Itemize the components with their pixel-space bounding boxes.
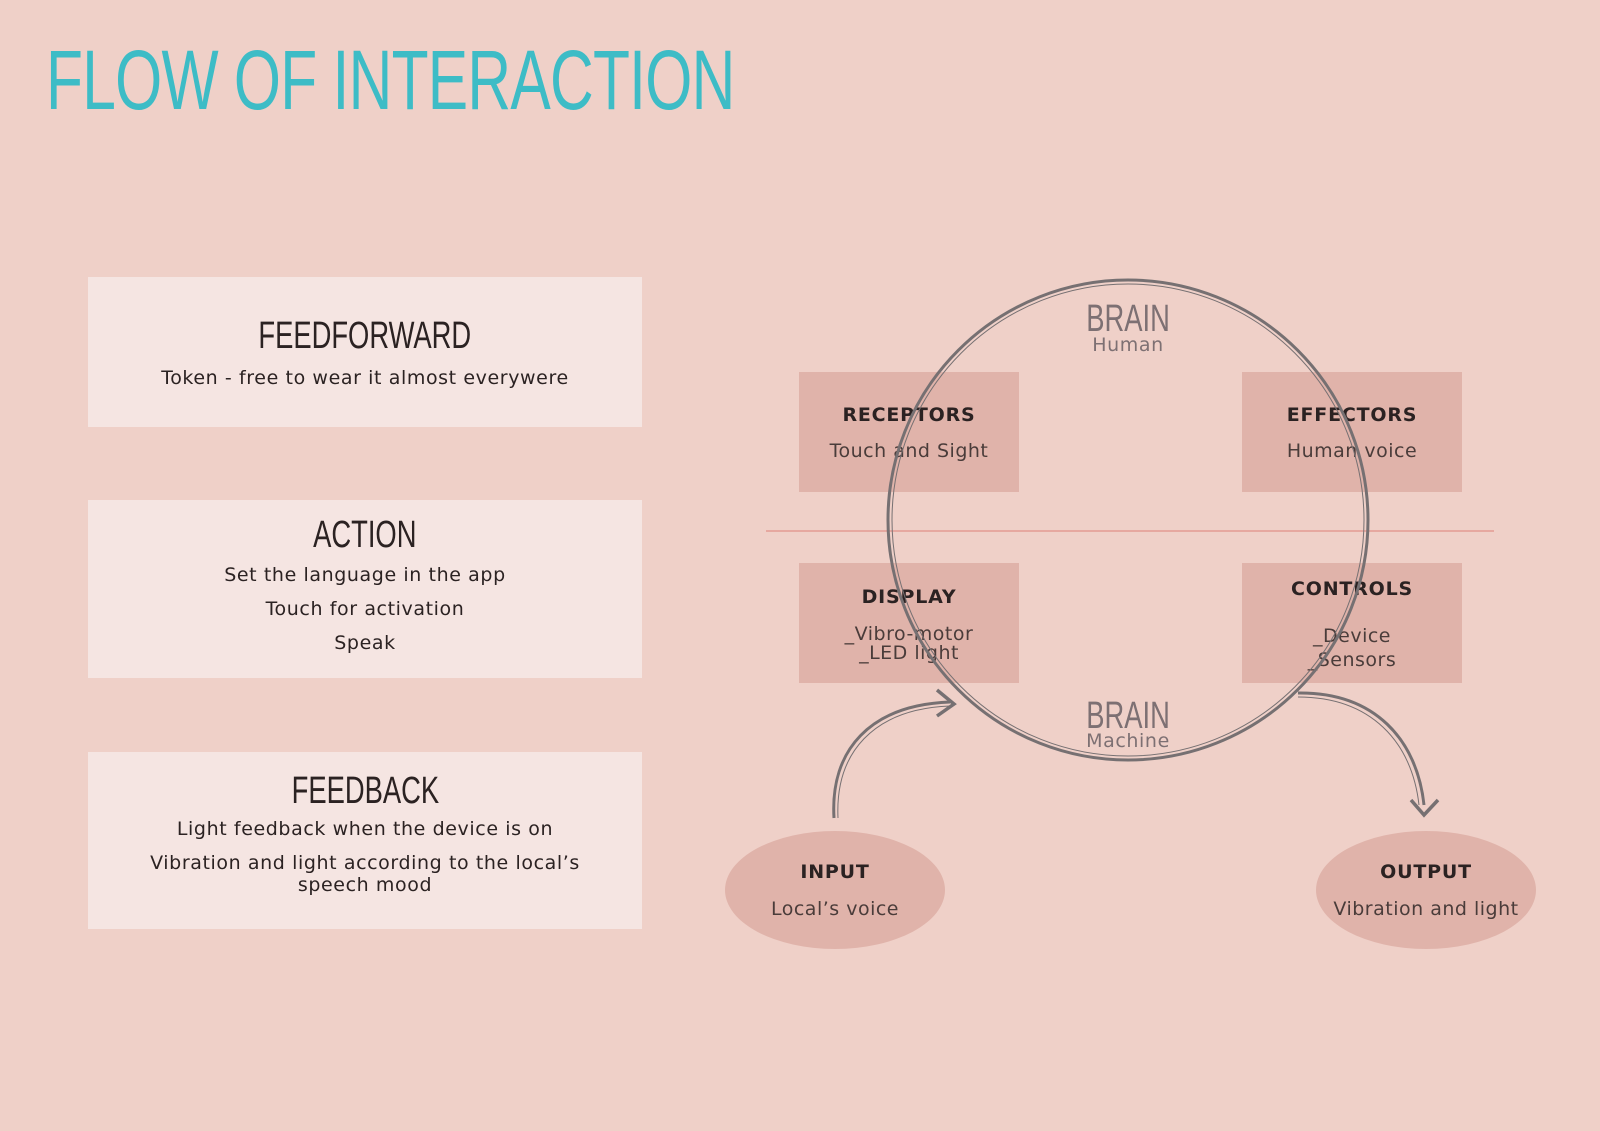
brain-circle-inner	[891, 283, 1365, 757]
input-arrowhead	[935, 688, 957, 718]
input-arrow-inner	[837, 705, 951, 819]
effectors-title: EFFECTORS	[1286, 404, 1418, 426]
controls-title: CONTROLS	[1291, 578, 1413, 600]
controls-text: _Device	[1313, 625, 1391, 647]
panel-text: Light feedback when the device is on	[176, 818, 554, 840]
output-oval: OUTPUT Vibration and light	[1316, 831, 1536, 949]
controls-box: CONTROLS _Device _Sensors	[1242, 563, 1462, 683]
display-title: DISPLAY	[861, 586, 957, 608]
panel-text: Token - free to wear it almost everywere	[161, 367, 569, 389]
input-arrow	[832, 700, 951, 819]
panel-action: ACTION Set the language in the app Touch…	[88, 500, 642, 678]
input-title: INPUT	[800, 861, 870, 883]
page-title: FLOW OF INTERACTION	[46, 33, 735, 127]
brain-machine-sub: Machine	[1086, 730, 1170, 752]
controls-text: _Sensors	[1307, 649, 1397, 671]
effectors-box: EFFECTORS Human voice	[1242, 372, 1462, 492]
receptors-box: RECEPTORS Touch and Sight	[799, 372, 1019, 492]
display-box: DISPLAY _Vibro-motor _LED light	[799, 563, 1019, 683]
panel-text: Touch for activation	[265, 598, 465, 620]
display-text: _Vibro-motor	[844, 623, 974, 645]
panel-feedforward: FEEDFORWARD Token - free to wear it almo…	[88, 277, 642, 427]
effectors-text: Human voice	[1286, 440, 1418, 462]
input-text: Local’s voice	[770, 898, 899, 920]
brain-circle	[886, 278, 1370, 762]
brain-human-label: BRAIN	[1086, 298, 1170, 340]
output-title: OUTPUT	[1380, 861, 1472, 883]
input-oval: INPUT Local’s voice	[725, 831, 945, 949]
output-arrow-inner	[1297, 696, 1420, 806]
brain-machine-label: BRAIN	[1086, 695, 1170, 737]
panel-text: Set the language in the app	[224, 564, 506, 586]
output-arrowhead	[1409, 798, 1440, 818]
receptors-title: RECEPTORS	[842, 404, 976, 426]
panel-text: Vibration and light according to the loc…	[150, 852, 580, 874]
panel-heading-feedback: FEEDBACK	[291, 770, 439, 812]
panel-heading-action: ACTION	[313, 514, 417, 556]
panel-feedback: FEEDBACK Light feedback when the device …	[88, 752, 642, 929]
panel-text: speech mood	[297, 874, 433, 896]
output-arrow	[1297, 691, 1426, 806]
panel-heading-feedforward: FEEDFORWARD	[258, 315, 472, 357]
panel-text: Speak	[334, 632, 396, 654]
brain-human-sub: Human	[1092, 334, 1164, 356]
display-text: _LED light	[859, 642, 959, 664]
output-text: Vibration and light	[1333, 898, 1519, 920]
receptors-text: Touch and Sight	[829, 440, 989, 462]
